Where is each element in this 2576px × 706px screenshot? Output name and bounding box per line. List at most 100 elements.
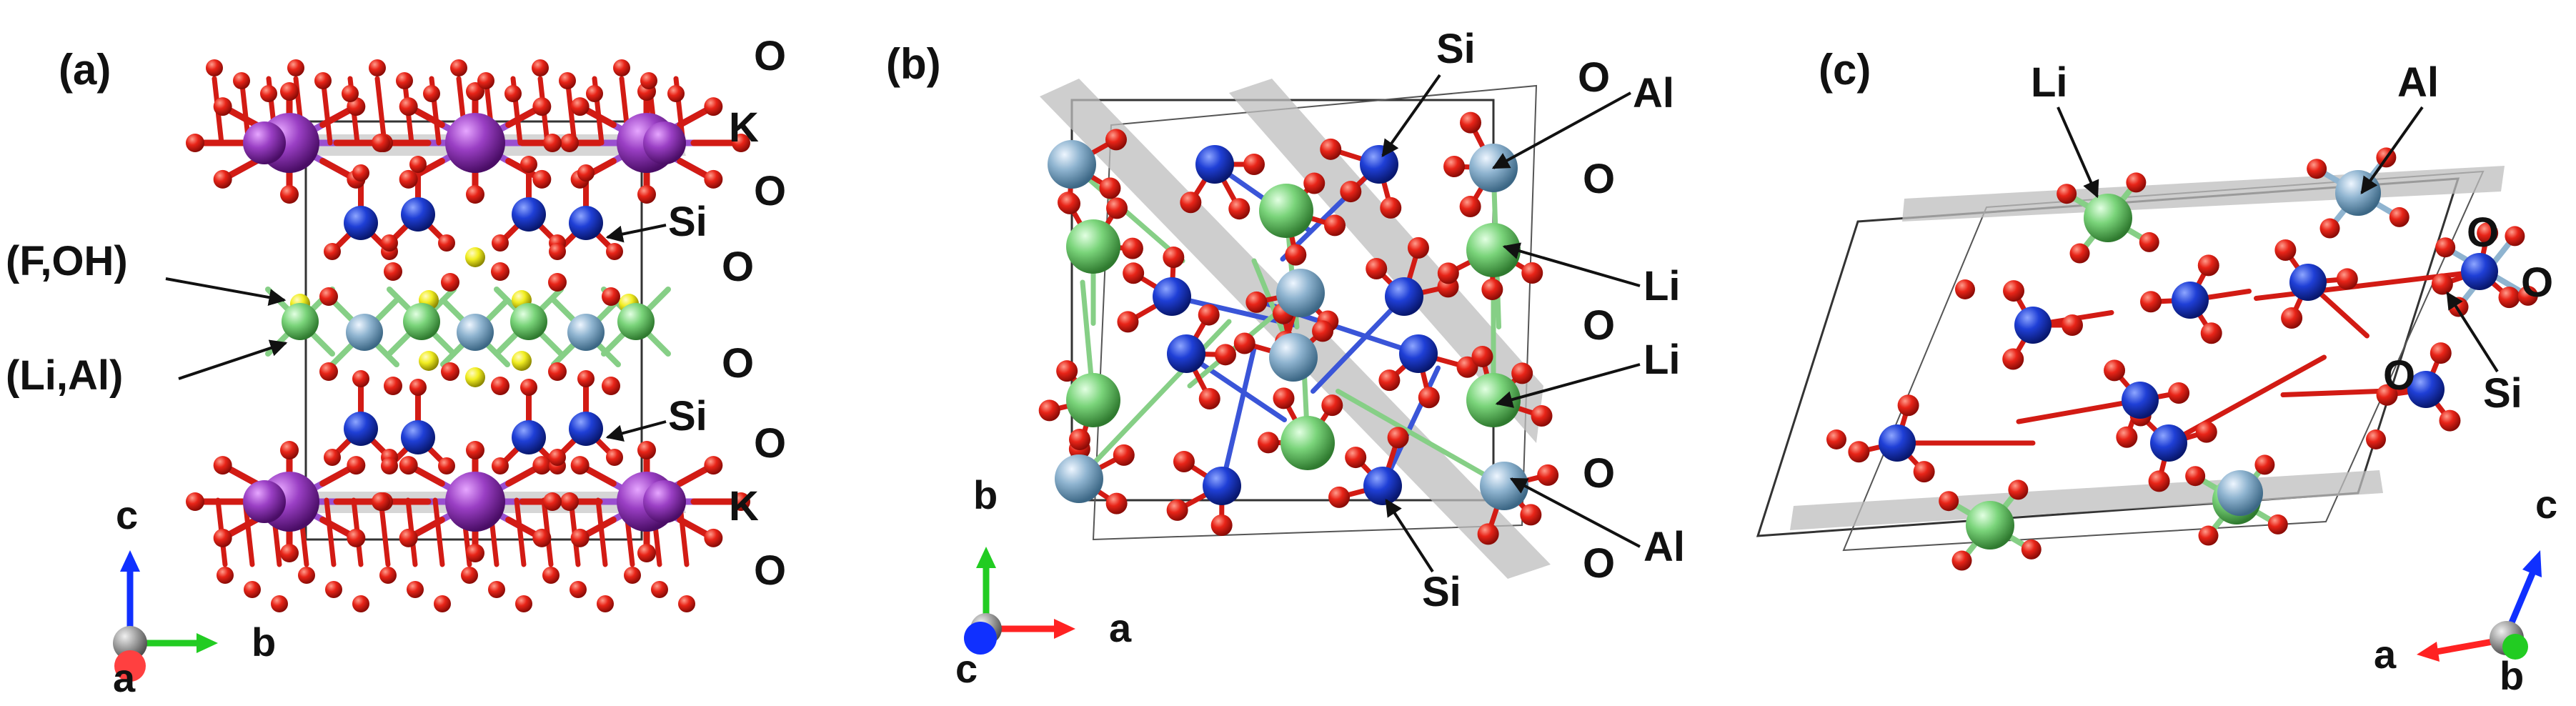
atom-O (491, 262, 509, 281)
atom-K (243, 121, 286, 164)
atom-F (465, 247, 485, 267)
atom-O (1121, 237, 1143, 259)
atom-O (492, 234, 509, 252)
atom-O (651, 581, 668, 598)
atom-O (384, 377, 402, 395)
label-b-O1: O (1578, 54, 1610, 101)
atom-O (381, 457, 398, 474)
atom-O (2008, 479, 2029, 500)
atoms-a (186, 59, 750, 612)
atom-Si (2407, 371, 2445, 408)
atom-O (1537, 464, 1559, 486)
atom-O (2148, 470, 2170, 492)
atom-O (2439, 409, 2461, 432)
axes-c: c a b (2374, 482, 2557, 698)
atom-Al (1269, 333, 1318, 382)
atom-O (520, 379, 537, 396)
atom-O (1913, 461, 1935, 483)
panel-c: (c) Li Al O O O Si c a b (1756, 46, 2557, 698)
axis-label-c-left: a (2374, 632, 2397, 677)
bond (2016, 397, 2143, 424)
atom-O (2336, 268, 2358, 290)
atom-O (549, 449, 566, 466)
atom-F (465, 367, 485, 387)
atom-K (445, 472, 505, 532)
atom-O (1471, 345, 1493, 367)
atom-O (466, 82, 484, 101)
atom-O (704, 528, 723, 547)
atom-O (1303, 172, 1326, 194)
atom-Li (1066, 373, 1120, 427)
atom-Si (1385, 277, 1423, 316)
atom-O (1163, 247, 1185, 269)
atom-O (324, 449, 341, 466)
atom-O (438, 234, 455, 252)
atom-Si (569, 206, 603, 240)
atom-O (1173, 451, 1195, 473)
label-a-O6: O (754, 547, 786, 594)
atom-O (1418, 387, 1440, 409)
atom-O (570, 97, 590, 116)
bond (1336, 389, 1507, 489)
atom-K (643, 480, 686, 523)
atom-O (399, 456, 418, 475)
atom-Si (1203, 467, 1241, 505)
atom-O (1117, 311, 1139, 333)
atom-O (2431, 273, 2453, 295)
label-b-Al1: Al (1633, 70, 1674, 116)
atom-O (2197, 254, 2219, 277)
label-b-O4: O (1583, 450, 1615, 497)
atom-O (314, 72, 332, 89)
atom-O (492, 457, 509, 474)
atom-Si (512, 197, 546, 232)
atom-O (2319, 218, 2340, 239)
label-a-K2: K (729, 483, 759, 530)
atom-Li (617, 303, 655, 340)
atom-O (1345, 447, 1367, 469)
axis-label-c-up: c (2535, 482, 2557, 527)
atom-Si (401, 420, 435, 454)
atom-O (504, 85, 522, 102)
atom-O (325, 581, 342, 598)
atom-Si (1879, 424, 1916, 462)
atom-O (548, 362, 567, 381)
atom-O (1477, 523, 1499, 545)
bond (432, 497, 445, 567)
atom-Al (1276, 269, 1325, 317)
atom-O (704, 97, 723, 116)
atom-O (396, 72, 413, 89)
atom-O (2104, 359, 2126, 382)
atom-O (1180, 192, 1202, 214)
atom-O (491, 377, 509, 395)
axis-label-a-right: b (252, 620, 276, 665)
atom-O (1380, 197, 1402, 219)
atom-O (2267, 514, 2288, 535)
atom-O (1228, 198, 1250, 220)
atom-Si (569, 412, 603, 446)
atom-O (1210, 514, 1233, 536)
panel-b: (b) Si O Al O Li O Li O Al O Si b a c (886, 26, 1685, 691)
atom-Si (2122, 382, 2159, 419)
label-c-Si: Si (2483, 370, 2522, 417)
atom-O (1198, 304, 1220, 326)
atom-Si (2172, 282, 2209, 319)
atom-Li (1966, 501, 2014, 550)
atom-O (213, 456, 232, 475)
axis-label-a-out: a (113, 655, 136, 700)
panel-label-c: (c) (1819, 46, 1871, 94)
atom-O (2168, 382, 2190, 404)
atom-Li (1466, 373, 1521, 427)
atom-O (2274, 239, 2297, 261)
bond (378, 497, 391, 567)
atom-O (732, 134, 750, 152)
atom-O (1378, 369, 1401, 392)
label-a-O4: O (722, 340, 754, 387)
atom-O (186, 492, 204, 511)
atom-O (1312, 320, 1334, 342)
atom-O (586, 85, 603, 102)
atom-O (532, 97, 552, 116)
atom-O (2069, 243, 2090, 264)
atom-O (271, 595, 288, 612)
axes-b: b a c (955, 472, 1132, 691)
atom-O (280, 82, 299, 101)
